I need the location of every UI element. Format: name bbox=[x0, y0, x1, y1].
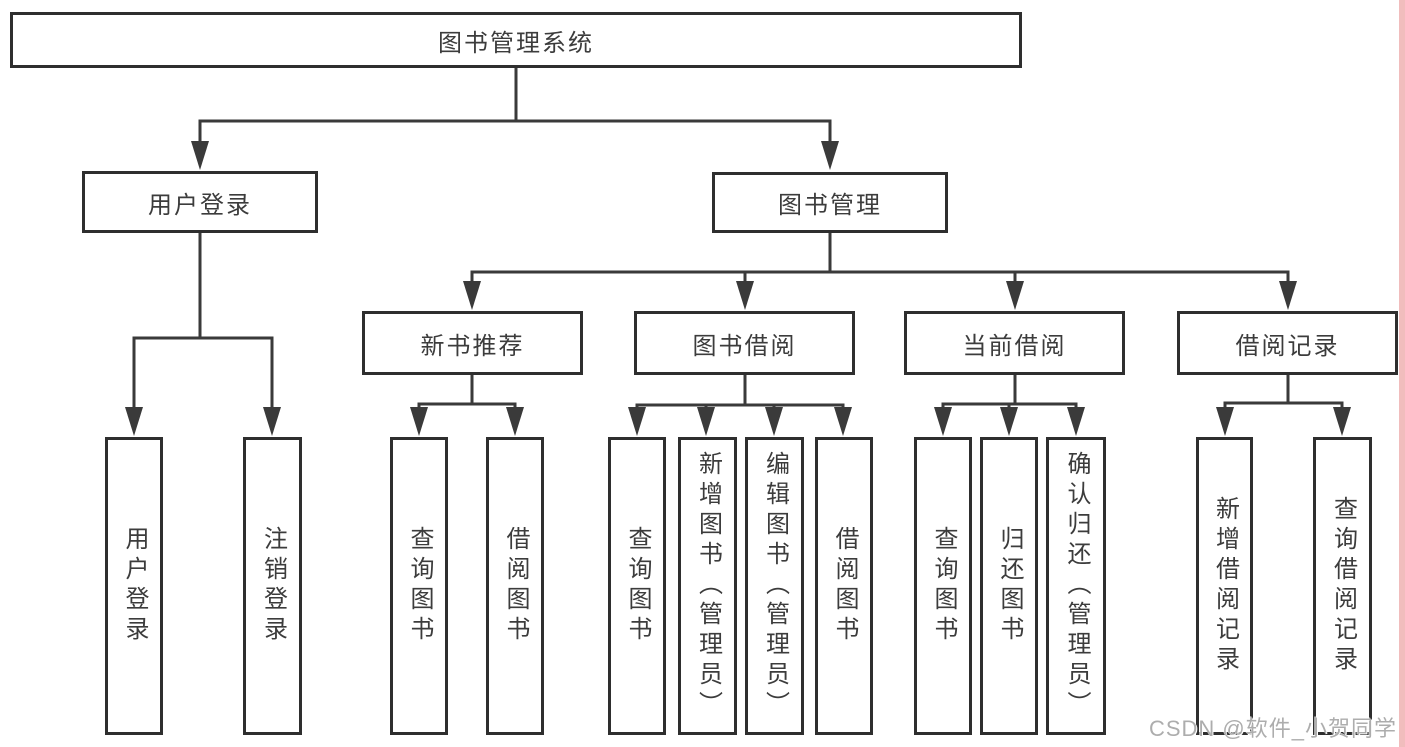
leaf-label: 查询图书 bbox=[406, 526, 433, 646]
leaf-borrow-books-borrow: 借阅图书 bbox=[815, 437, 873, 735]
leaf-label: 编辑图书（管理员） bbox=[761, 451, 789, 721]
leaf-label: 借阅图书 bbox=[831, 526, 858, 646]
leaf-user-login: 用户登录 bbox=[105, 437, 163, 735]
leaf-label: 查询借阅记录 bbox=[1329, 496, 1357, 676]
leaf-label: 注销登录 bbox=[259, 526, 287, 646]
leaf-logout: 注销登录 bbox=[243, 437, 302, 735]
leaf-add-borrow-record: 新增借阅记录 bbox=[1196, 437, 1253, 735]
leaf-label: 查询图书 bbox=[624, 526, 651, 646]
node-label: 用户登录 bbox=[148, 191, 252, 219]
node-book-management: 图书管理 bbox=[712, 172, 948, 233]
node-borrow-records: 借阅记录 bbox=[1177, 311, 1398, 375]
right-edge-strip bbox=[1399, 0, 1405, 747]
leaf-add-books-admin: 新增图书（管理员） bbox=[678, 437, 737, 735]
node-root-system: 图书管理系统 bbox=[10, 12, 1022, 68]
leaf-return-books: 归还图书 bbox=[980, 437, 1038, 735]
leaf-query-books-borrow: 查询图书 bbox=[608, 437, 666, 735]
csdn-watermark: CSDN @软件_小贺同学 bbox=[1148, 716, 1397, 741]
leaf-label: 新增图书（管理员） bbox=[694, 451, 722, 721]
leaf-query-borrow-record: 查询借阅记录 bbox=[1313, 437, 1372, 735]
leaf-label: 新增借阅记录 bbox=[1211, 496, 1239, 676]
node-label: 新书推荐 bbox=[420, 332, 525, 360]
leaf-label: 确认归还（管理员） bbox=[1063, 451, 1090, 721]
leaf-query-books-newrec: 查询图书 bbox=[390, 437, 448, 735]
node-label: 图书借阅 bbox=[692, 332, 797, 360]
leaf-query-books-current: 查询图书 bbox=[914, 437, 972, 735]
node-label: 图书管理 bbox=[778, 192, 882, 219]
leaf-label: 查询图书 bbox=[930, 526, 957, 646]
node-book-borrow: 图书借阅 bbox=[634, 311, 855, 375]
node-label: 当前借阅 bbox=[962, 332, 1067, 360]
node-user-login: 用户登录 bbox=[82, 171, 318, 233]
leaf-edit-books-admin: 编辑图书（管理员） bbox=[745, 437, 804, 735]
leaf-borrow-books-newrec: 借阅图书 bbox=[486, 437, 544, 735]
leaf-confirm-return-admin: 确认归还（管理员） bbox=[1046, 437, 1106, 735]
leaf-label: 借阅图书 bbox=[502, 526, 529, 646]
leaf-label: 归还图书 bbox=[996, 526, 1023, 646]
node-label: 图书管理系统 bbox=[438, 29, 594, 57]
node-new-book-recommend: 新书推荐 bbox=[362, 311, 583, 375]
leaf-label: 用户登录 bbox=[121, 526, 148, 646]
arrowheads bbox=[125, 141, 1351, 436]
node-label: 借阅记录 bbox=[1235, 332, 1340, 360]
node-current-borrow: 当前借阅 bbox=[904, 311, 1125, 375]
